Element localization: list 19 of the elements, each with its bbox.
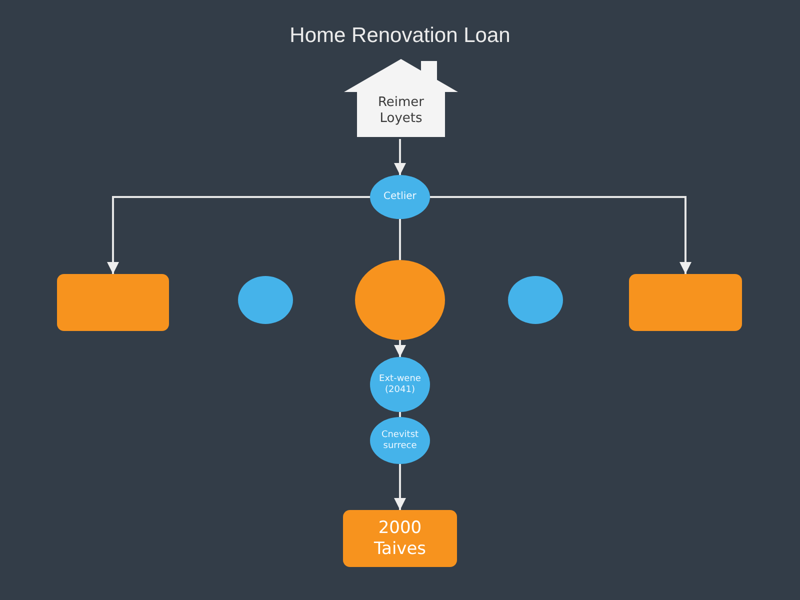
rounded-box: [629, 274, 742, 331]
arrow: [394, 340, 406, 357]
circle-node: [238, 276, 293, 324]
node-label: Reimer Loyets: [376, 95, 426, 127]
node-label: Cnevitst surrece: [380, 430, 420, 452]
arrow: [394, 139, 406, 175]
rounded-box: [57, 274, 169, 331]
diagram-title: Home Renovation Loan: [290, 24, 510, 47]
arrow: [107, 196, 370, 274]
node-label: Ext-wene (2041): [378, 374, 422, 396]
connector-line: [399, 412, 401, 417]
circle-node: [508, 276, 563, 324]
arrow: [394, 464, 406, 510]
connector-line: [399, 219, 401, 260]
node-label: 2000 Taives: [372, 518, 428, 559]
house-node: [342, 57, 460, 139]
process-box: [343, 510, 457, 567]
arrow: [430, 196, 692, 274]
node-label: Cetlier: [384, 191, 416, 203]
